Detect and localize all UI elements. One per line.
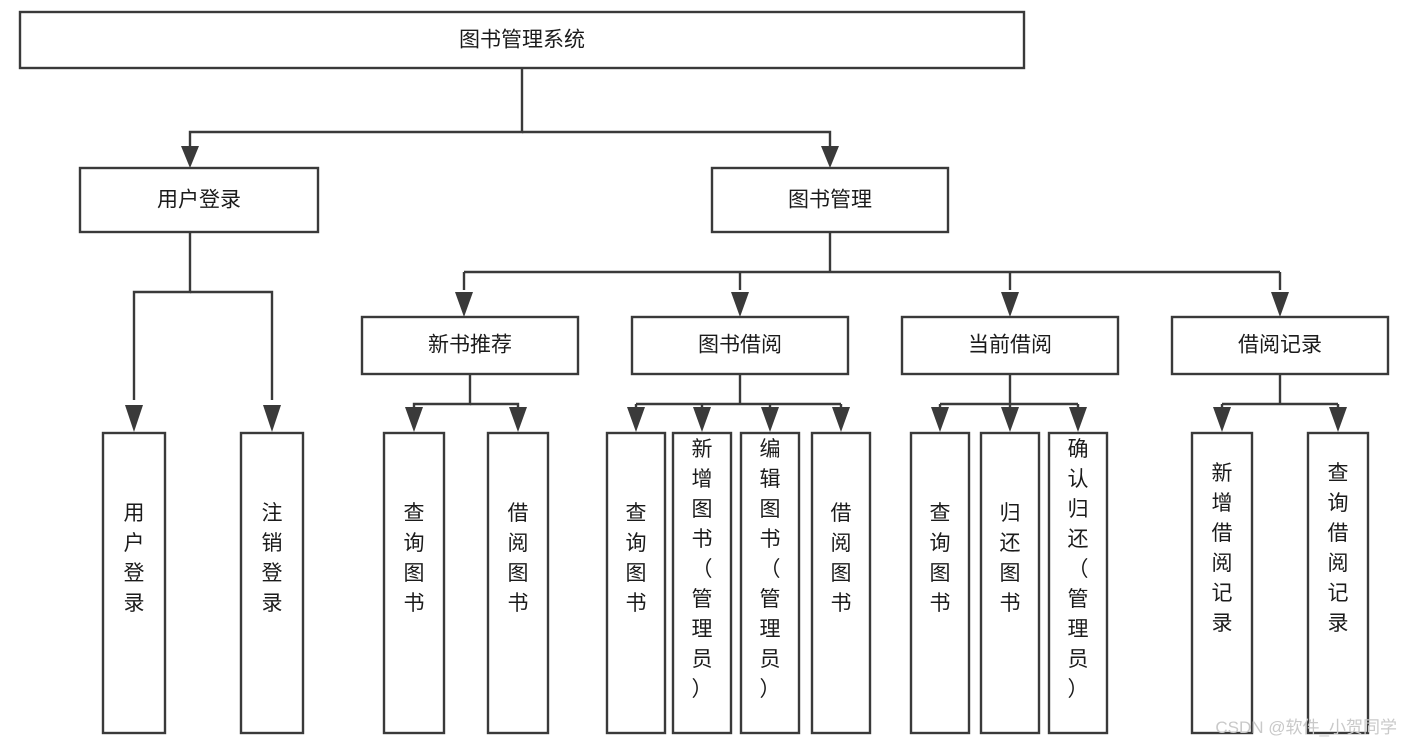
leaf-add-book-box[interactable] [671,431,733,735]
leaf-confirm-return-label: 确认归还（管理员） [1068,438,1089,701]
node-user-login-box[interactable] [78,166,320,234]
node-book-manage-box[interactable] [710,166,950,234]
node-current-borrow-label: 当前借阅 [968,334,1052,357]
node-user-login[interactable]: 用户登录 [78,166,320,234]
leaf-edit-book-box[interactable] [739,431,801,735]
leaf-node-user-login[interactable]: 用户登录 [101,431,167,735]
arrow-userlogin-leaf1 [125,405,143,432]
node-root[interactable]: 图书管理系统 [18,10,1026,70]
leaf-borrow-book-2-box[interactable] [810,431,872,735]
arrow-bookborrow-leaf3 [761,407,779,432]
node-book-manage[interactable]: 图书管理 [710,166,950,234]
connector-newbook-trunk [412,374,472,408]
node-new-book-recommend[interactable]: 新书推荐 [360,315,580,376]
node-book-manage-label: 图书管理 [788,189,872,212]
leaf-user-login-label: 用户登录 [124,502,145,615]
leaf-add-record-label: 新增借阅记录 [1212,462,1233,635]
arrow-borrowrecord-leaf1 [1213,407,1231,432]
connector-root-to-user-login [188,68,524,148]
csdn-watermark: CSDN @软件_小贺同学 [1215,718,1397,737]
leaf-edit-book-label: 编辑图书（管理员） [760,438,781,701]
arrow-newbook-leaf1 [405,407,423,432]
leaf-node-add-book[interactable]: 新增图书（管理员） [671,431,733,735]
arrow-bookmanage-record [1271,292,1289,317]
leaf-add-book-label: 新增图书（管理员） [692,438,713,701]
node-current-borrow-box[interactable] [900,315,1120,376]
arrow-bookmanage-new-book [455,292,473,317]
leaf-node-query-record[interactable]: 查询借阅记录 [1306,431,1370,735]
leaf-query-book-1-box[interactable] [382,431,446,735]
leaf-borrow-book-1-box[interactable] [486,431,550,735]
leaf-logout-login-box[interactable] [239,431,305,735]
arrow-bookborrow-leaf4 [832,407,850,432]
leaf-query-book-1-label: 查询图书 [404,502,425,615]
leaf-node-borrow-book-1[interactable]: 借阅图书 [486,431,550,735]
leaf-borrow-book-2-label: 借阅图书 [831,502,852,615]
connector-group [125,68,1347,432]
leaf-query-book-3-label: 查询图书 [930,502,951,615]
node-book-borrow[interactable]: 图书借阅 [630,315,850,376]
arrow-currentborrow-leaf1 [931,407,949,432]
arrow-newbook-leaf2 [509,407,527,432]
leaf-node-borrow-book-2[interactable]: 借阅图书 [810,431,872,735]
leaf-borrow-book-1-label: 借阅图书 [508,502,529,615]
arrow-bookborrow-leaf2 [693,407,711,432]
arrow-userlogin-leaf2 [263,405,281,432]
connector-newbook-drop2 [470,402,520,408]
leaf-node-edit-book[interactable]: 编辑图书（管理员） [739,431,801,735]
leaf-node-logout-login[interactable]: 注销登录 [239,431,305,735]
arrow-bookmanage-current [1001,292,1019,317]
leaf-query-record-label: 查询借阅记录 [1328,462,1349,635]
leaf-node-query-book-2[interactable]: 查询图书 [605,431,667,735]
arrow-currentborrow-leaf2 [1001,407,1019,432]
node-borrow-record-label: 借阅记录 [1238,334,1322,357]
leaf-node-return-book[interactable]: 归还图书 [979,431,1041,735]
leaf-node-add-record[interactable]: 新增借阅记录 [1190,431,1254,735]
leaf-node-query-book-3[interactable]: 查询图书 [909,431,971,735]
node-new-book-recommend-box[interactable] [360,315,580,376]
arrow-bookborrow-leaf1 [627,407,645,432]
arrow-borrowrecord-leaf2 [1329,407,1347,432]
leaf-node-confirm-return[interactable]: 确认归还（管理员） [1047,431,1109,735]
connector-root-to-book-manage [522,130,832,148]
leaf-add-record-box[interactable] [1190,431,1254,735]
leaf-user-login-box[interactable] [101,431,167,735]
node-borrow-record-box[interactable] [1170,315,1390,376]
node-root-label: 图书管理系统 [459,29,585,52]
arrow-bookmanage-borrow [731,292,749,317]
node-book-borrow-box[interactable] [630,315,850,376]
arrow-root-to-book-manage [821,146,839,168]
leaf-query-book-2-label: 查询图书 [626,502,647,615]
node-user-login-label: 用户登录 [157,189,241,212]
leaf-confirm-return-box[interactable] [1047,431,1109,735]
leaf-logout-login-label: 注销登录 [262,502,283,615]
arrow-root-to-user-login [181,146,199,168]
node-book-borrow-label: 图书借阅 [698,334,782,357]
node-borrow-record[interactable]: 借阅记录 [1170,315,1390,376]
node-root-box[interactable] [18,10,1026,70]
node-current-borrow[interactable]: 当前借阅 [900,315,1120,376]
leaf-node-query-book-1[interactable]: 查询图书 [382,431,446,735]
node-new-book-recommend-label: 新书推荐 [428,334,512,357]
connector-userlogin-to-leaf1 [132,232,192,400]
connector-userlogin-to-leaf2 [190,290,274,400]
leaf-query-book-2-box[interactable] [605,431,667,735]
leaf-return-book-label: 归还图书 [1000,502,1021,615]
leaf-query-book-3-box[interactable] [909,431,971,735]
arrow-currentborrow-leaf3 [1069,407,1087,432]
leaf-query-record-box[interactable] [1306,431,1370,735]
leaf-return-book-box[interactable] [979,431,1041,735]
